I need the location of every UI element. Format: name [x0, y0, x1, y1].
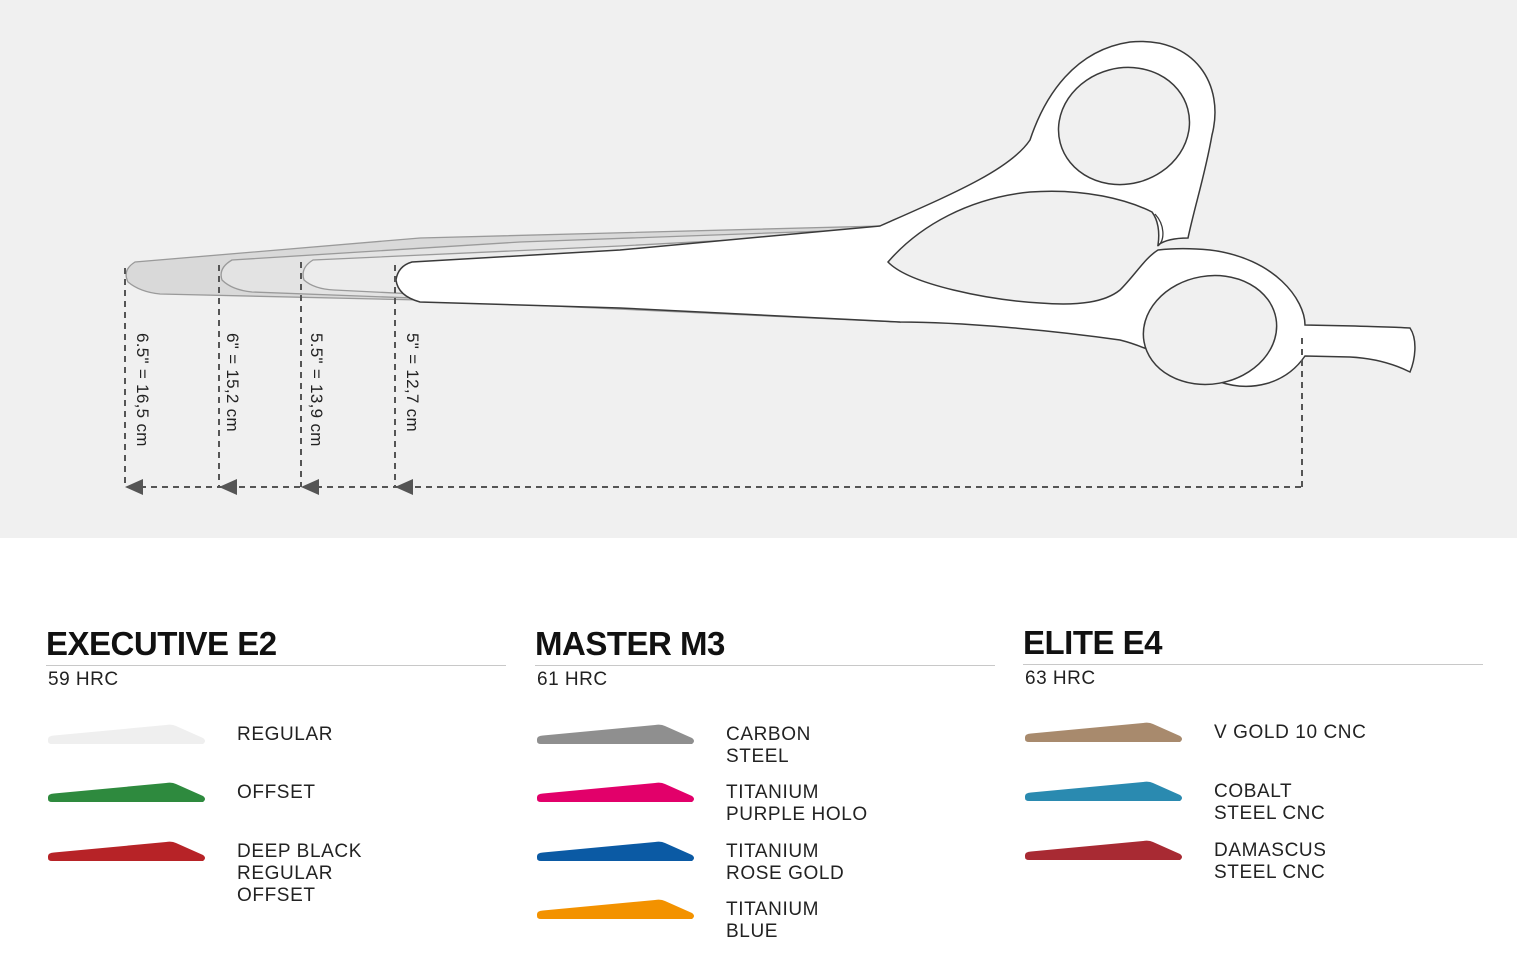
finish-item: TITANIUM ROSE GOLD	[537, 841, 997, 911]
scissors-illustration	[124, 40, 1416, 495]
finish-swatch	[1025, 722, 1182, 742]
swatch-shape	[48, 841, 205, 861]
finish-item: OFFSET	[48, 782, 508, 852]
finish-swatch	[537, 782, 694, 802]
finish-swatch	[48, 782, 205, 802]
swatch-shape	[537, 899, 694, 919]
hardness-rating: 59 HRC	[48, 669, 119, 690]
swatch-shape	[1025, 840, 1182, 860]
finish-label: COBALT STEEL CNC	[1214, 781, 1326, 824]
swatch-shape	[537, 724, 694, 744]
arrow-5-5	[301, 479, 319, 495]
finish-swatch	[48, 841, 205, 861]
finish-label: TITANIUM PURPLE HOLO	[726, 782, 868, 825]
scissors-size-diagram: 6.5" = 16,5 cm 6" = 15,2 cm 5.5" = 13,9 …	[0, 0, 1517, 538]
finish-label: TITANIUM BLUE	[726, 899, 820, 942]
dimension-lines	[124, 262, 1303, 488]
divider	[1023, 664, 1483, 665]
divider	[46, 665, 506, 666]
finish-label: DAMASCUS STEEL CNC	[1214, 840, 1327, 883]
dimension-arrows	[125, 479, 413, 495]
finish-label: DEEP BLACK REGULAR OFFSET	[237, 841, 362, 906]
finish-swatch	[48, 724, 205, 744]
finish-label: OFFSET	[237, 782, 316, 803]
upper-ring-hole	[1057, 66, 1191, 186]
finish-label: CARBON STEEL	[726, 724, 811, 767]
swatch-shape	[537, 782, 694, 802]
finish-label: V GOLD 10 CNC	[1214, 722, 1367, 743]
size-label-6: 6" = 15,2 cm	[223, 333, 242, 432]
finish-item: TITANIUM PURPLE HOLO	[537, 782, 997, 852]
series-executive-e2: EXECUTIVE E2 59 HRC	[46, 625, 506, 691]
finish-item: DEEP BLACK REGULAR OFFSET	[48, 841, 508, 911]
finish-swatch	[537, 841, 694, 861]
finish-item: V GOLD 10 CNC	[1025, 722, 1485, 792]
arrow-5	[395, 479, 413, 495]
finish-item: COBALT STEEL CNC	[1025, 781, 1485, 851]
swatch-shape	[48, 724, 205, 744]
finish-item: DAMASCUS STEEL CNC	[1025, 840, 1485, 910]
lower-ring-hole	[1142, 274, 1278, 386]
size-label-6-5: 6.5" = 16,5 cm	[133, 333, 152, 447]
finish-item: REGULAR	[48, 724, 508, 794]
divider	[535, 665, 995, 666]
finish-swatch	[1025, 781, 1182, 801]
series-elite-e4: ELITE E4 63 HRC	[1023, 624, 1483, 690]
size-label-5-5: 5.5" = 13,9 cm	[307, 333, 326, 447]
finish-label: TITANIUM ROSE GOLD	[726, 841, 845, 884]
swatch-shape	[537, 841, 694, 861]
finish-swatch	[537, 899, 694, 919]
series-title: MASTER M3	[535, 625, 725, 662]
swatch-shape	[1025, 781, 1182, 801]
series-master-m3: MASTER M3 61 HRC	[535, 625, 995, 691]
finish-swatch	[1025, 840, 1182, 860]
size-label-5: 5" = 12,7 cm	[403, 333, 422, 432]
finish-item: TITANIUM BLUE	[537, 899, 997, 969]
series-title: EXECUTIVE E2	[46, 625, 277, 662]
arrow-6-5	[125, 479, 143, 495]
hardness-rating: 63 HRC	[1025, 668, 1096, 689]
finish-swatch	[537, 724, 694, 744]
swatch-shape	[1025, 722, 1182, 742]
hardness-rating: 61 HRC	[537, 669, 608, 690]
finish-label: REGULAR	[237, 724, 334, 745]
swatch-shape	[48, 782, 205, 802]
finish-item: CARBON STEEL	[537, 724, 997, 794]
arrow-6	[219, 479, 237, 495]
series-title: ELITE E4	[1023, 624, 1163, 661]
